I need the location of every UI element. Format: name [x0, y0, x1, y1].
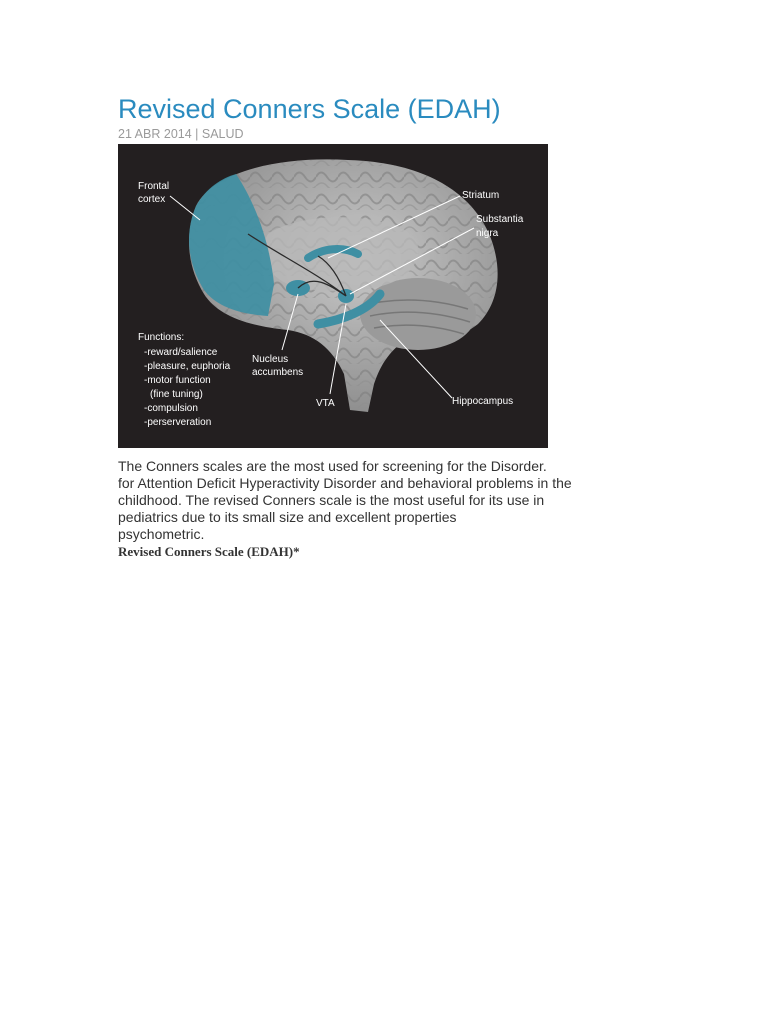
label-substantia-1: Substantia	[476, 214, 524, 225]
frontal-cortex-region	[189, 174, 274, 316]
brain-diagram-svg: Frontal cortex Striatum Substantia nigra…	[138, 159, 524, 428]
label-striatum: Striatum	[462, 190, 499, 201]
label-nucleus-2: accumbens	[252, 367, 303, 378]
brain-diagram-image: Frontal cortex Striatum Substantia nigra…	[118, 144, 548, 448]
body-line: for Attention Deficit Hyperactivity Diso…	[118, 475, 572, 491]
body-line: childhood. The revised Conners scale is …	[118, 492, 545, 508]
page-title: Revised Conners Scale (EDAH)	[118, 94, 501, 124]
body-line: The Conners scales are the most used for…	[118, 458, 547, 474]
functions-item: -pleasure, euphoria	[144, 361, 231, 372]
cerebellum-shape	[360, 278, 476, 350]
label-frontal-1: Frontal	[138, 181, 169, 192]
hippocampus-region	[313, 289, 385, 329]
body-line: psychometric.	[118, 526, 205, 542]
article-body: The Conners scales are the most used for…	[118, 458, 618, 543]
functions-item: -perserveration	[144, 417, 211, 428]
label-vta: VTA	[316, 398, 335, 409]
body-line: pediatrics due to its small size and exc…	[118, 509, 457, 525]
functions-item: -compulsion	[144, 403, 198, 414]
functions-heading: Functions:	[138, 332, 184, 343]
label-hippocampus: Hippocampus	[452, 396, 513, 407]
functions-item: -motor function	[144, 375, 211, 386]
striatum-region	[304, 245, 362, 262]
section-subheading: Revised Conners Scale (EDAH)*	[118, 544, 300, 559]
article-meta: 21 ABR 2014 | SALUD	[118, 127, 244, 141]
label-substantia-2: nigra	[476, 228, 499, 239]
functions-item: -reward/salience	[144, 347, 218, 358]
label-frontal-2: cortex	[138, 194, 165, 205]
functions-item: (fine tuning)	[150, 389, 203, 400]
article: Revised Conners Scale (EDAH) 21 ABR 2014…	[118, 92, 638, 560]
label-nucleus-1: Nucleus	[252, 354, 288, 365]
